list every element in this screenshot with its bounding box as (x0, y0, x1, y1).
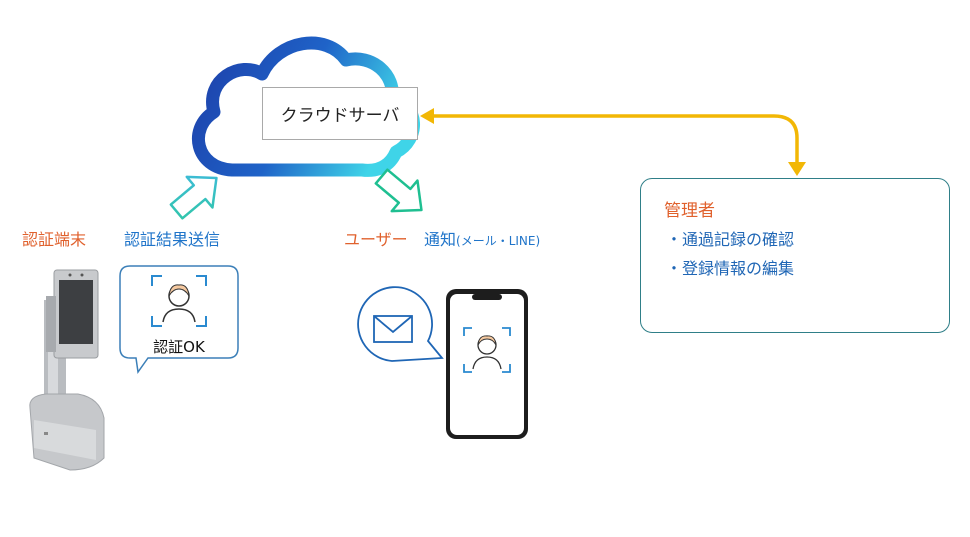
cloud-icon (192, 36, 420, 177)
auth-send-label: 認証結果送信 (124, 230, 221, 249)
auth-ok-label: 認証OK (153, 338, 205, 356)
mail-bubble (357, 286, 444, 362)
notify-arrow (374, 168, 423, 213)
auth-bubble (119, 265, 239, 374)
admin-item-edit-registration: ・登録情報の編集 (666, 259, 795, 278)
terminal-label: 認証端末 (22, 230, 87, 249)
user-label: ユーザー (344, 230, 408, 249)
notify-label: 通知(メール・LINE) (424, 232, 540, 248)
smartphone-icon (446, 289, 528, 439)
upload-arrow (169, 175, 218, 220)
mail-icon (373, 315, 413, 343)
admin-title: 管理者 (664, 201, 715, 221)
admin-item-check-records: ・通過記録の確認 (666, 230, 795, 249)
face-scan-icon (151, 275, 207, 327)
notify-main-text: 通知 (424, 230, 457, 249)
admin-connector-arrow (420, 108, 806, 176)
admin-panel (640, 178, 950, 333)
cloud-server-label: クラウドサーバ (280, 106, 400, 126)
terminal-device-image (29, 269, 105, 471)
notify-channels-text: (メール・LINE) (456, 234, 541, 248)
cloud-server-box: クラウドサーバ (262, 87, 418, 140)
